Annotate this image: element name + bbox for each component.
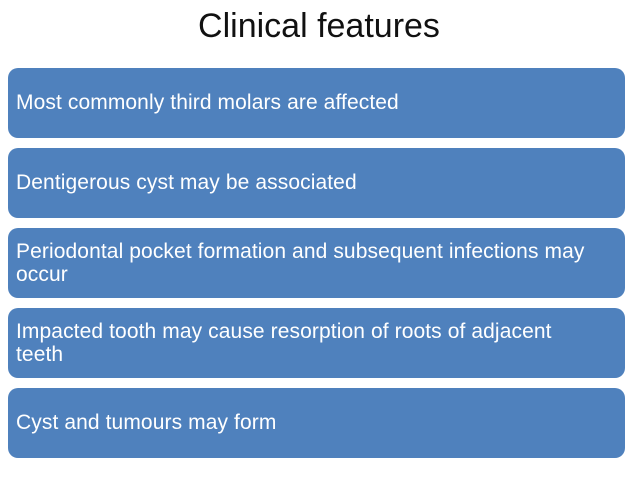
page-title: Clinical features: [198, 7, 440, 45]
feature-box: Periodontal pocket formation and subsequ…: [8, 228, 625, 298]
feature-box-text: Most commonly third molars are affected: [16, 91, 399, 115]
feature-box: Impacted tooth may cause resorption of r…: [8, 308, 625, 378]
feature-box: Cyst and tumours may form: [8, 388, 625, 458]
feature-box-text: Cyst and tumours may form: [16, 411, 277, 435]
feature-box: Dentigerous cyst may be associated: [8, 148, 625, 218]
feature-box-list: Most commonly third molars are affected …: [8, 68, 625, 458]
feature-box-text: Dentigerous cyst may be associated: [16, 171, 357, 195]
feature-box: Most commonly third molars are affected: [8, 68, 625, 138]
feature-box-text: Periodontal pocket formation and subsequ…: [16, 239, 585, 286]
feature-box-text: Impacted tooth may cause resorption of r…: [16, 319, 552, 366]
